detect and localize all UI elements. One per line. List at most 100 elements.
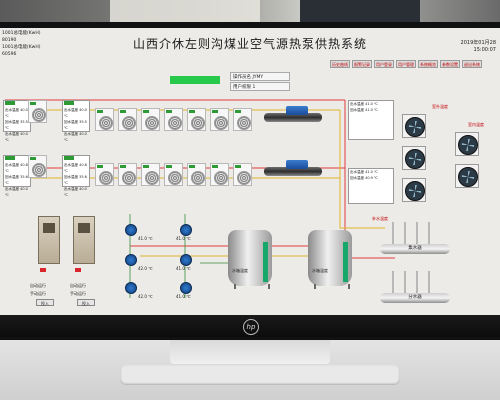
distributor-branch [404, 271, 406, 293]
unit-tag [143, 110, 149, 113]
cooling-fan-5[interactable] [455, 164, 479, 188]
fan-grill-icon [168, 171, 182, 185]
collector-header[interactable]: 集水器 [380, 244, 450, 254]
param-table-2: 出水温度 40.0 ℃ 回水温度 35.5 ℃ 出水温度 40.0 ℃ [62, 100, 90, 142]
unit-tag [97, 110, 103, 113]
heat-pump-unit[interactable] [164, 163, 183, 186]
fan-icon [405, 117, 425, 137]
collector-branch [428, 222, 430, 244]
param-table-1-tag [5, 101, 15, 105]
hp-logo-icon: hp [243, 319, 259, 335]
fan-grill-icon [99, 116, 113, 130]
heat-pump-unit[interactable] [95, 163, 114, 186]
circulation-pump-icon[interactable] [180, 224, 192, 236]
heat-pump-unit[interactable] [187, 108, 206, 131]
makeup-temp-label: 补水温度 [372, 216, 388, 221]
fan-grill-icon [214, 171, 228, 185]
heat-pump-unit[interactable] [164, 108, 183, 131]
heat-pump-unit[interactable] [233, 108, 252, 131]
collector-branch [392, 222, 394, 244]
exchanger-body [264, 113, 322, 122]
unit-tag [212, 165, 218, 168]
start-button-2[interactable]: 投入 [77, 299, 95, 306]
nav-overview-button[interactable]: 系统概览 [418, 60, 438, 68]
cooling-fan-2[interactable] [402, 146, 426, 170]
unit-tag [235, 110, 241, 113]
param-table-1: 出水温度 40.0 ℃ 回水温度 35.5 ℃ 出水温度 40.0 ℃ [3, 100, 31, 142]
fan-grill-icon [191, 116, 205, 130]
heat-pump-unit[interactable] [28, 100, 47, 123]
tank-legs [314, 284, 350, 289]
heat-exchanger-1[interactable] [258, 106, 324, 124]
heat-pump-unit[interactable] [141, 163, 160, 186]
heat-pump-unit[interactable] [210, 108, 229, 131]
water-tank-left[interactable] [228, 224, 272, 290]
circulation-pump-icon[interactable] [125, 254, 137, 266]
energy-readout: 1001总电能(KwH) 80190 1001总电能(KwH) 60596 [2, 30, 40, 58]
heat-pump-unit[interactable] [233, 163, 252, 186]
energy-line-3: 1001总电能(KwH) [2, 45, 41, 50]
param-table-4-row1: 出水温度 40.8 ℃ [64, 163, 87, 173]
nav-exit-button[interactable]: 退出系统 [462, 60, 482, 68]
heat-pump-unit[interactable] [141, 108, 160, 131]
nav-history-button[interactable]: 历史曲线 [330, 60, 350, 68]
circulation-pump-icon[interactable] [180, 282, 192, 294]
operator-label: 操作员名 [233, 75, 251, 80]
scada-screen: 1001总电能(KwH) 80190 1001总电能(KwH) 60596 山西… [0, 28, 500, 315]
unit-tag [212, 110, 218, 113]
circulation-pump-icon[interactable] [125, 224, 137, 236]
heat-exchanger-2[interactable] [258, 160, 324, 178]
right-param-table-2: 出水温度 41.0 ℃ 回水温度 40.9 ℃ [348, 168, 394, 204]
heat-pump-unit[interactable] [187, 163, 206, 186]
unit-tag [30, 102, 36, 105]
nav-params-button[interactable]: 参数设置 [440, 60, 460, 68]
permission-box: 用户权限 1 [230, 82, 290, 91]
control-cabinet-2[interactable] [73, 216, 95, 264]
unit-tag [120, 165, 126, 168]
heat-pump-unit[interactable] [210, 163, 229, 186]
param-table-1-row1: 出水温度 40.0 ℃ [5, 108, 28, 118]
param-table-4-row2: 回水温度 35.6 ℃ [64, 175, 87, 185]
circulation-pump-icon[interactable] [125, 282, 137, 294]
distributor-branch [428, 271, 430, 293]
energy-line-1: 1001总电能(KwH) [2, 31, 41, 36]
heat-pump-unit[interactable] [118, 163, 137, 186]
tank-legs [234, 284, 270, 289]
nav-user-button[interactable]: 用户管理 [396, 60, 416, 68]
unit-tag [166, 165, 172, 168]
unit-tag [235, 165, 241, 168]
control-cabinet-1[interactable] [38, 216, 60, 264]
cooling-fan-3[interactable] [402, 178, 426, 202]
heat-pump-unit[interactable] [118, 108, 137, 131]
start-button-1[interactable]: 投入 [36, 299, 54, 306]
unit-tag [189, 110, 195, 113]
fan-grill-icon [32, 163, 46, 177]
heat-pump-unit[interactable] [95, 108, 114, 131]
param-table-4-row3: 出水温度 40.0 ℃ [64, 187, 87, 197]
heat-pump-unit[interactable] [28, 155, 47, 178]
indoor-temp-label: 室内温度 [468, 122, 484, 127]
cooling-fan-4[interactable] [455, 132, 479, 156]
circulation-pump-icon[interactable] [180, 254, 192, 266]
operator-box: 操作员名 JYMY [230, 72, 290, 81]
fan-icon [458, 167, 478, 187]
fan-grill-icon [237, 171, 251, 185]
permission-value: 1 [252, 85, 256, 90]
distributor-header[interactable]: 分水器 [380, 293, 450, 303]
permission-label: 用户权限 [233, 85, 251, 90]
auto-label-1: 自动运行 [30, 283, 46, 288]
pump-left-reading-3: 42.0 ℃ [138, 294, 153, 299]
unit-tag [189, 165, 195, 168]
cooling-fan-1[interactable] [402, 114, 426, 138]
nav-login-button[interactable]: 用户登录 [374, 60, 394, 68]
exchanger-body [264, 167, 322, 176]
right-param-2-row2: 回水温度 40.9 ℃ [350, 176, 378, 180]
right-param-2-row1: 出水温度 41.0 ℃ [350, 170, 378, 174]
energy-line-4: 60596 [2, 52, 17, 57]
date-text: 2019年01月28 [460, 40, 496, 46]
water-tank-right[interactable] [308, 224, 352, 290]
manual-label-2: 手动运行 [70, 291, 86, 296]
pump-right-reading-2: 41.0 ℃ [176, 266, 191, 271]
nav-alarm-button[interactable]: 报警记录 [352, 60, 372, 68]
param-table-3-tag [5, 156, 15, 160]
